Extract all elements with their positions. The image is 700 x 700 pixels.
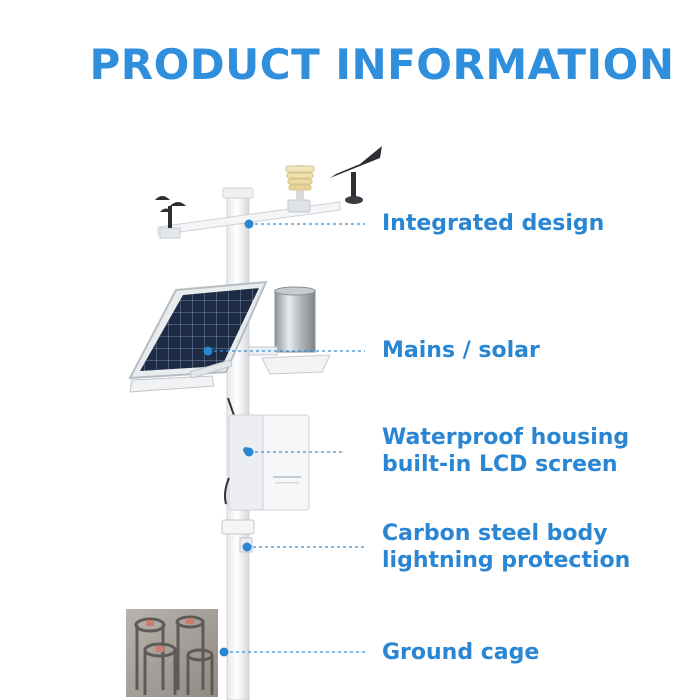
feature-ground-cage: Ground cage	[382, 639, 539, 666]
callout-dot	[242, 542, 252, 552]
cross-arm	[157, 199, 341, 239]
feature-integrated-design: Integrated design	[382, 210, 604, 237]
callout-dot	[244, 447, 254, 457]
control-box-icon	[224, 397, 310, 511]
feature-carbon-steel-body: Carbon steel body lightning protection	[382, 520, 630, 574]
page-title: PRODUCT INFORMATION	[89, 40, 675, 89]
callout-dot	[219, 647, 229, 657]
feature-waterproof-housing: Waterproof housing built-in LCD screen	[382, 424, 629, 478]
callout-dot	[203, 346, 213, 356]
feature-label: Carbon steel body	[382, 521, 608, 546]
feature-mains-solar: Mains / solar	[382, 337, 540, 364]
solar-panel-icon	[128, 280, 268, 393]
feature-label: Ground cage	[382, 640, 540, 665]
ground-cage-photo	[126, 609, 218, 697]
feature-label: Mains / solar	[382, 338, 540, 363]
feature-label: built-in LCD screen	[382, 452, 618, 477]
callout-connectors	[203, 219, 365, 657]
anemometer-icon	[155, 196, 186, 228]
feature-label: Integrated design	[382, 211, 605, 236]
feature-label: Waterproof housing	[382, 425, 630, 450]
temperature-humidity-sensor-icon	[285, 165, 315, 201]
rain-gauge-icon	[248, 286, 331, 375]
callout-dot	[244, 219, 254, 229]
wind-vane-icon	[330, 146, 382, 204]
feature-label: lightning protection	[382, 548, 631, 573]
